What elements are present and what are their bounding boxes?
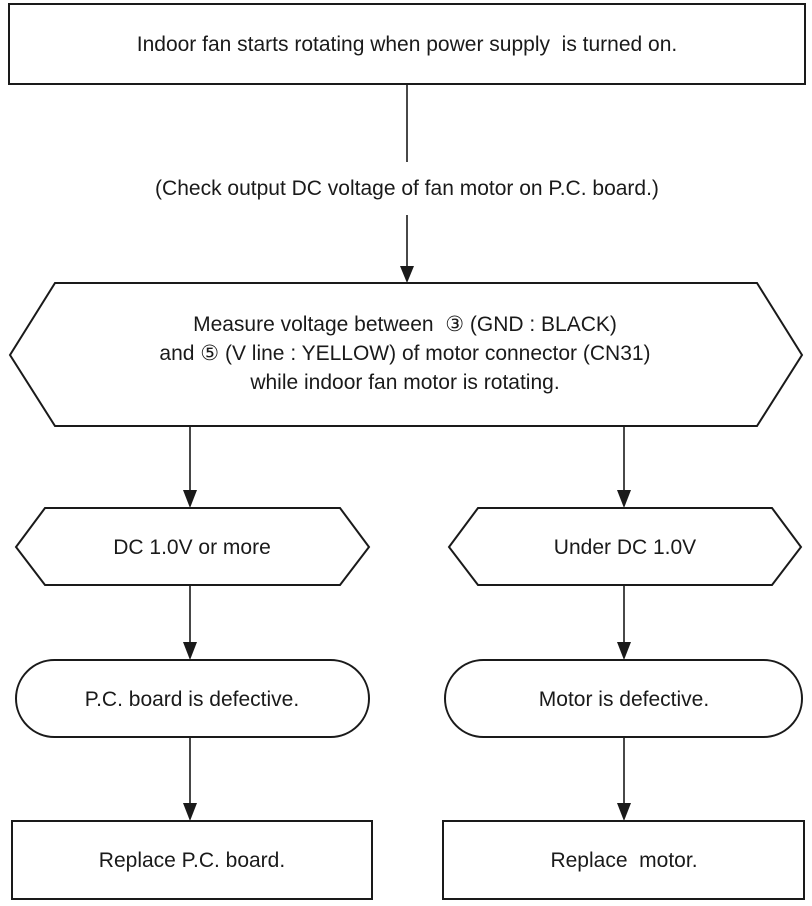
left-condition-frame — [14, 507, 371, 586]
right-result-box: Motor is defective. — [444, 659, 803, 738]
arrowhead-to-left-result — [183, 642, 197, 660]
check-note-text: (Check output DC voltage of fan motor on… — [155, 177, 659, 200]
right-action-text: Replace motor. — [550, 849, 697, 872]
left-action-box: Replace P.C. board. — [11, 820, 373, 900]
left-action-text: Replace P.C. board. — [99, 849, 285, 872]
measure-hexagon-frame — [8, 282, 804, 427]
left-result-frame — [15, 659, 370, 738]
right-condition-text: Under DC 1.0V — [554, 536, 696, 559]
right-action-frame — [442, 820, 805, 900]
start-box-text: Indoor fan starts rotating when power su… — [137, 33, 677, 56]
measure-text-line3: while indoor fan motor is rotating. — [249, 371, 559, 394]
left-result-box: P.C. board is defective. — [15, 659, 370, 738]
right-condition-hexagon: Under DC 1.0V — [447, 507, 803, 586]
arrowhead-to-measure — [400, 266, 414, 283]
arrowhead-to-left-action — [183, 803, 197, 821]
start-box-frame — [8, 3, 806, 85]
arrowhead-to-left-condition — [183, 490, 197, 508]
measure-text-line2: and ⑤ (V line : YELLOW) of motor connect… — [159, 342, 650, 365]
start-box: Indoor fan starts rotating when power su… — [8, 3, 806, 85]
right-action-box: Replace motor. — [442, 820, 805, 900]
arrowhead-to-right-result — [617, 642, 631, 660]
arrowhead-to-right-action — [617, 803, 631, 821]
left-condition-hexagon: DC 1.0V or more — [14, 507, 371, 586]
left-action-frame — [11, 820, 373, 900]
measure-hexagon: Measure voltage between ③ (GND : BLACK) … — [8, 282, 804, 427]
left-result-text: P.C. board is defective. — [85, 688, 299, 711]
left-condition-text: DC 1.0V or more — [113, 536, 271, 559]
right-result-text: Motor is defective. — [539, 688, 709, 711]
right-condition-frame — [447, 507, 803, 586]
measure-text-line1: Measure voltage between ③ (GND : BLACK) — [193, 313, 617, 336]
arrowhead-to-right-condition — [617, 490, 631, 508]
